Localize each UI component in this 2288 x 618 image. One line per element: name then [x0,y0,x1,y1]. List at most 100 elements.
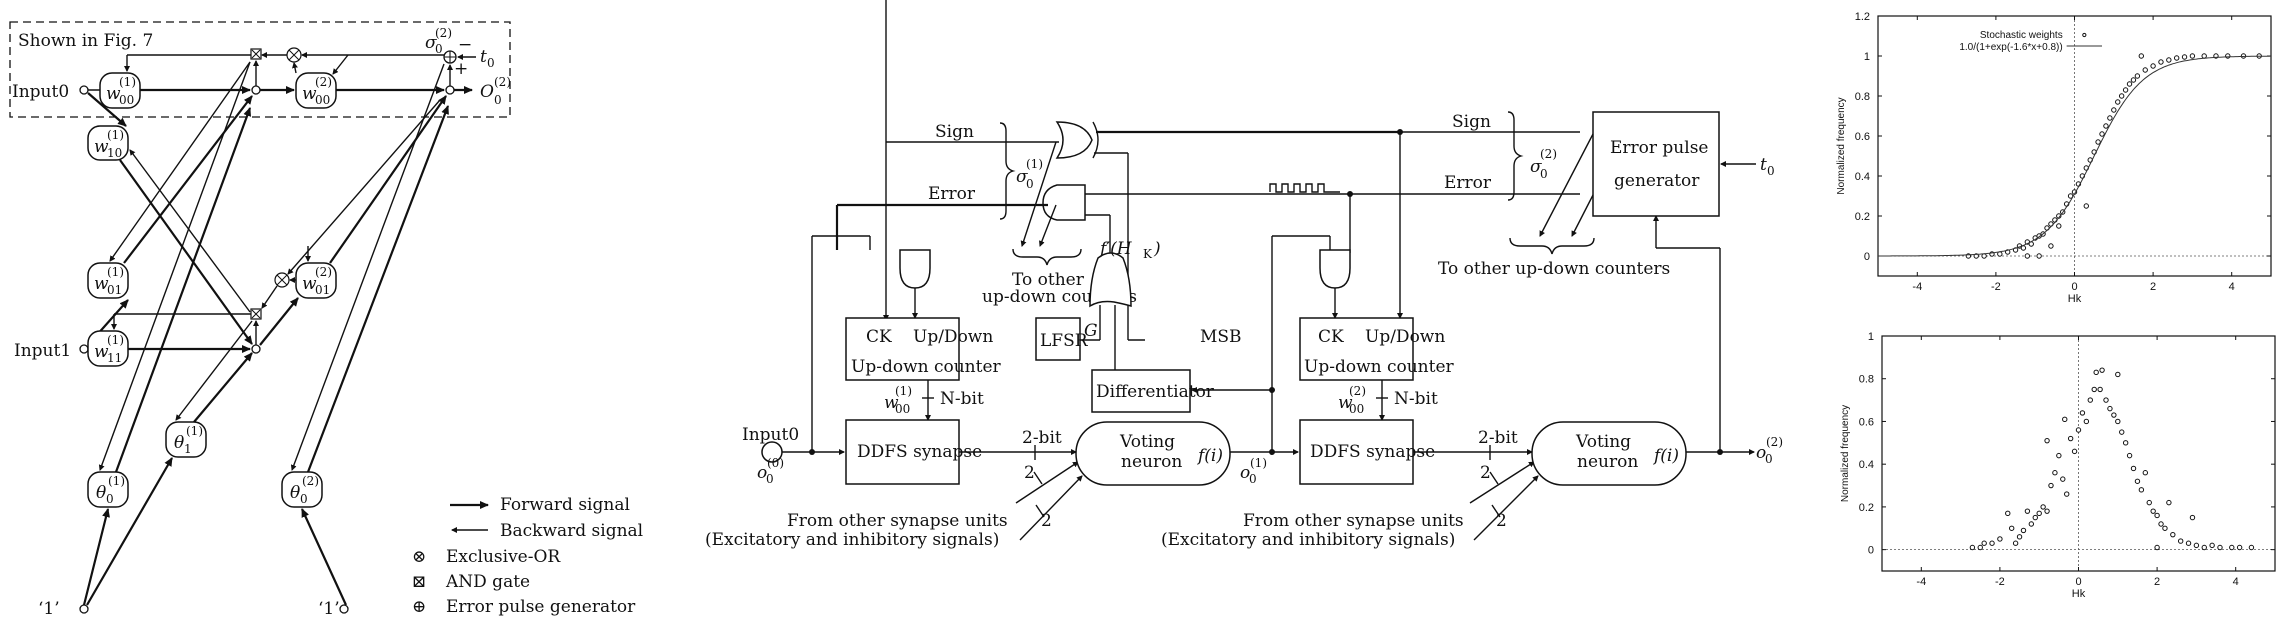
sign-label-1: Sign [935,122,974,142]
data-point [2064,491,2070,497]
weight-node-w00-1: w 00 (1) [99,72,141,109]
data-point [2067,435,2074,442]
two-bit-label-1: 2-bit [1022,428,1062,448]
svg-text:01: 01 [315,283,330,297]
svg-text:00: 00 [1349,402,1364,416]
input1-label: Input1 [14,341,71,361]
data-point [2130,77,2137,83]
svg-text:10: 10 [107,146,122,160]
y-tick-label: 0 [1868,545,1874,557]
data-point [2189,514,2196,521]
svg-text:(1): (1) [1250,456,1267,470]
network-diagram: Shown in Fig. 7 Input0 Input1 ‘1’ ‘1’ w … [9,21,643,618]
two-bit-label-2: 2-bit [1478,428,1518,448]
svg-text:(2): (2) [1766,435,1783,449]
from-other-label-4: (Excitatory and inhibitory signals) [1161,530,1455,550]
voting-neuron-2 [1531,421,1687,486]
legend-label-points: Stochastic weights [1980,30,2063,41]
activation-label-2: f(i) [1652,446,1679,466]
weight-node-w00-2: w 00 (2) [295,72,337,109]
data-point [2075,427,2082,433]
svg-text:generator: generator [1614,171,1700,191]
svg-text:): ) [1153,239,1161,259]
data-point [1969,544,1976,551]
data-point [2052,470,2058,476]
sigma2-label: σ [1530,157,1542,177]
data-point [2012,540,2019,546]
data-point [2044,437,2050,444]
x-tick-label: 2 [2150,281,2156,293]
x-tick-label: 0 [2075,576,2081,588]
svg-text:Backward signal: Backward signal [500,521,643,541]
and-gate-icon [1319,249,1351,289]
msb-label: MSB [1200,327,1242,347]
data-point [2028,521,2035,527]
data-point [2209,542,2215,549]
activation-label-1: f(i) [1196,446,1223,466]
svg-text:AND gate: AND gate [445,572,530,592]
ddfs-synapse-2 [1299,419,1414,485]
data-point [2095,139,2101,145]
data-point [2150,63,2156,69]
data-point [2134,478,2141,484]
data-point [2016,534,2023,540]
to-other-counters-label-3: To other up-down counters [1438,259,1670,279]
legend: Forward signal Backward signal ⊗ Exclusi… [412,495,643,617]
data-point [2166,57,2172,63]
hardware-block-diagram: Sign Error σ 0 (1) To other up-down coun… [705,0,1783,550]
y-tick-label: 1.2 [1855,11,1870,23]
differentiator-block [1091,369,1191,413]
lfsr-block [1035,317,1081,361]
data-point [2189,53,2196,59]
data-point [2150,508,2156,514]
y-tick-label: 0.4 [1859,459,1874,471]
svg-text:Error pulse generator: Error pulse generator [446,597,636,617]
y-axis-label: Normalized frequency [1840,405,1851,502]
x-axis-label: Hk [2068,293,2082,305]
data-point [2005,510,2011,517]
data-point [2217,544,2223,551]
fit-curve [1878,55,2272,257]
y-tick-label: 0.2 [1855,211,1870,223]
data-point [2119,429,2125,435]
svg-text:(2): (2) [315,75,332,89]
data-point [2048,482,2054,489]
data-point [2118,93,2125,99]
error-pulse-generator-block [1592,111,1720,217]
data-point [2036,253,2042,259]
svg-text:DDFS synapse: DDFS synapse [857,442,982,462]
data-point [2130,465,2137,472]
data-point [2071,448,2078,455]
n-bit-label-1: N-bit [940,389,984,409]
two-label-3: 2 [1480,463,1491,483]
data-point [2091,386,2097,393]
svg-text:(2): (2) [494,75,511,89]
data-point [2111,107,2117,113]
svg-text:K: K [1143,247,1153,261]
svg-text:LFSR: LFSR [1040,331,1089,351]
svg-text:(1): (1) [895,384,912,398]
f-prime-label: f′(H [1098,239,1133,259]
data-point [2056,223,2062,229]
bias-input-2-label: ‘1’ [318,599,340,618]
svg-text:11: 11 [107,351,122,365]
data-point [2097,386,2103,393]
data-point [2142,67,2148,73]
svg-text:Voting: Voting [1575,432,1631,452]
data-point [2056,452,2062,459]
data-point [2103,397,2109,403]
o0-2-label: o [1756,443,1766,463]
svg-text:Exclusive-OR: Exclusive-OR [446,547,561,567]
sigma-label: σ [425,33,437,53]
data-point [2158,59,2164,65]
weight-w00-1-label: w [884,393,899,413]
svg-text:0: 0 [1765,452,1773,466]
svg-text:(1): (1) [119,75,136,89]
brace-icon [999,122,1016,220]
svg-text:0: 0 [1249,472,1257,486]
data-point [2099,367,2105,373]
svg-text:0: 0 [766,472,774,486]
data-point [2103,123,2109,129]
data-point [1981,540,1987,546]
data-point [2107,115,2113,121]
